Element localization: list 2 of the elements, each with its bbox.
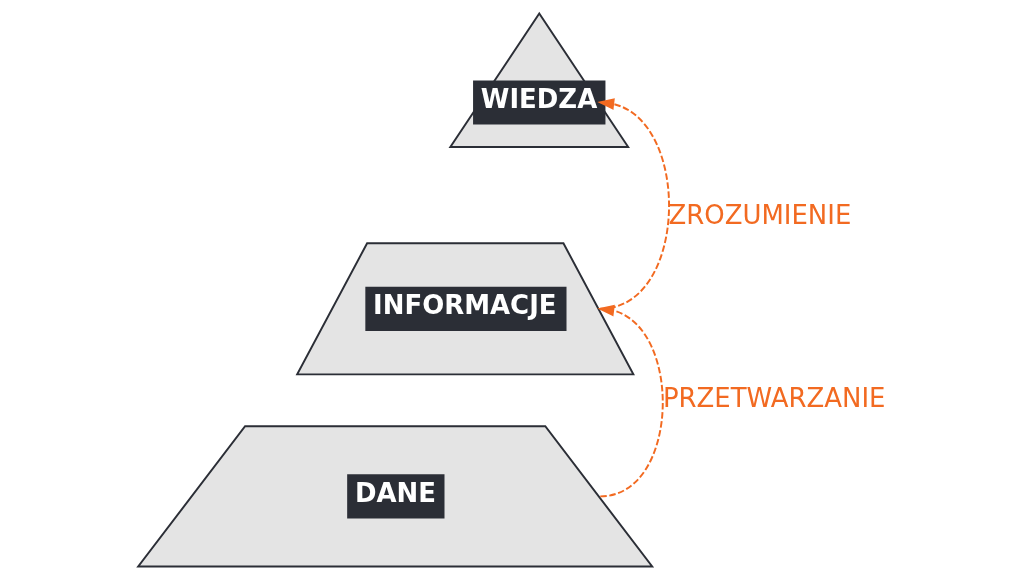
edge-label: PRZETWARZANIE <box>662 382 885 413</box>
edge-label: ZROZUMIENIE <box>667 199 851 230</box>
